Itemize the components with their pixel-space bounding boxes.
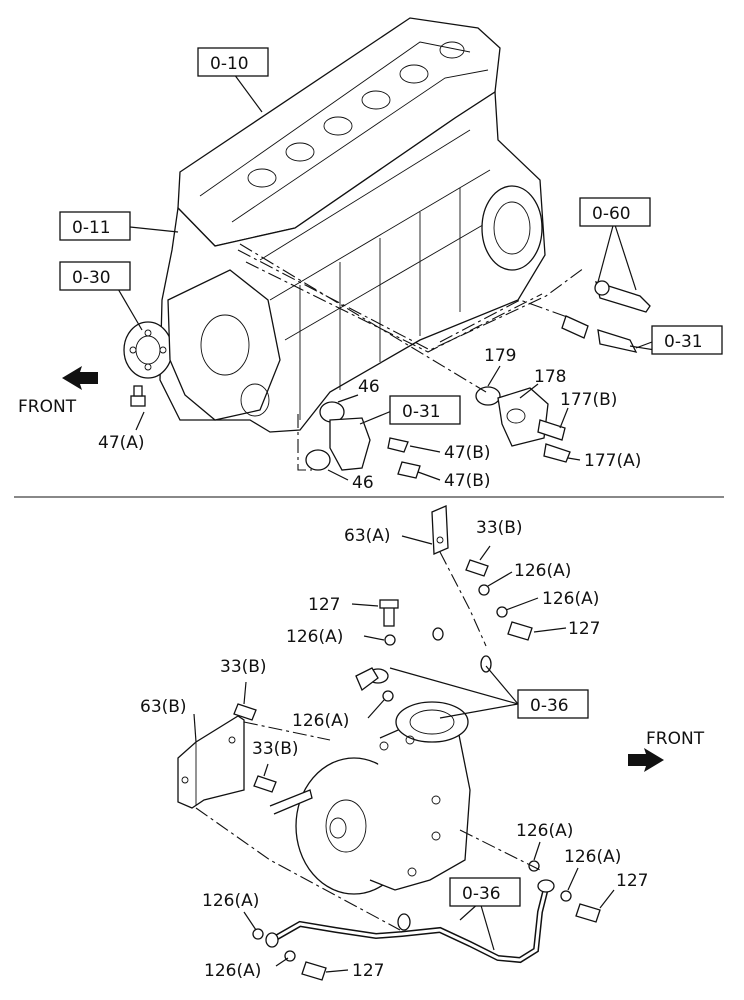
front-arrow-bottom xyxy=(628,748,664,772)
front-label-top: FRONT xyxy=(18,397,77,417)
part-label-126a-6: 126(A) xyxy=(564,847,621,867)
bracket-63b xyxy=(177,715,245,809)
part-label-46-bottom: 46 xyxy=(352,473,374,493)
sensor-parts xyxy=(561,280,656,353)
part-label-47b-1: 47(B) xyxy=(444,443,491,463)
part-label-127-bottom: 127 xyxy=(352,961,384,981)
part-label-177b: 177(B) xyxy=(560,390,617,410)
ref-box-0-11: 0-11 xyxy=(72,218,111,238)
part-label-126a-8: 126(A) xyxy=(204,961,261,981)
ref-box-0-31-right: 0-31 xyxy=(664,332,703,352)
part-label-33b-top: 33(B) xyxy=(476,518,523,538)
part-label-33b-middle: 33(B) xyxy=(220,657,267,677)
front-label-bottom: FRONT xyxy=(646,729,705,749)
part-label-127-right: 127 xyxy=(568,619,600,639)
part-label-47a: 47(A) xyxy=(98,433,145,453)
turbocharger-drawing xyxy=(269,701,471,895)
part-label-126a-4: 126(A) xyxy=(292,711,349,731)
part-label-179: 179 xyxy=(484,346,516,366)
oil-feed-pipe xyxy=(355,624,492,692)
ref-box-0-36-lower: 0-36 xyxy=(462,884,501,904)
water-outlet-parts xyxy=(305,401,421,479)
ref-box-0-60: 0-60 xyxy=(592,204,631,224)
part-label-178: 178 xyxy=(534,367,566,387)
part-label-126a-2: 126(A) xyxy=(542,589,599,609)
part-label-177a: 177(A) xyxy=(584,451,641,471)
part-label-47b-2: 47(B) xyxy=(444,471,491,491)
bolts-and-washers xyxy=(233,559,601,981)
top-leader-lines xyxy=(113,73,653,481)
part-label-33b-lower: 33(B) xyxy=(252,739,299,759)
ref-box-0-31-center: 0-31 xyxy=(402,402,441,422)
part-label-63a: 63(A) xyxy=(344,526,391,546)
ref-box-0-10: 0-10 xyxy=(210,54,249,74)
engine-block-drawing xyxy=(123,17,546,433)
part-label-126a-1: 126(A) xyxy=(514,561,571,581)
bottom-leader-lines xyxy=(193,535,615,973)
oil-return-pipe xyxy=(265,879,555,964)
ref-box-0-36-upper: 0-36 xyxy=(530,696,569,716)
part-label-127-top: 127 xyxy=(308,595,340,615)
part-label-126a-7: 126(A) xyxy=(202,891,259,911)
thermostat-parts xyxy=(475,386,571,463)
part-label-126a-3: 126(A) xyxy=(286,627,343,647)
front-arrow-top xyxy=(62,366,98,390)
ref-box-0-30: 0-30 xyxy=(72,268,111,288)
bracket-63a xyxy=(431,505,449,555)
part-label-127-lower-right: 127 xyxy=(616,871,648,891)
part-label-63b: 63(B) xyxy=(140,697,187,717)
part-label-126a-5: 126(A) xyxy=(516,821,573,841)
part-label-46-top: 46 xyxy=(358,377,380,397)
